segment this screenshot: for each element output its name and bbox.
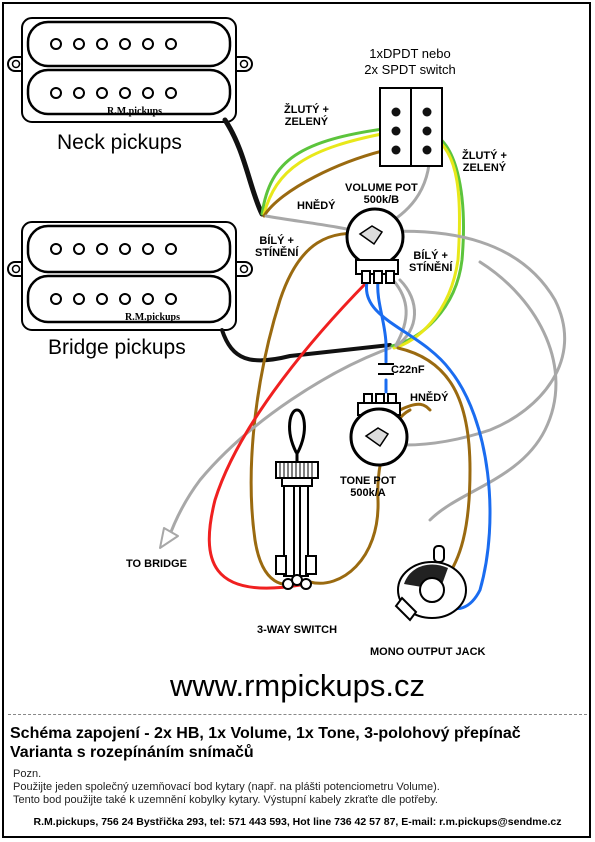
tone-pot-label-line1: TONE POT (340, 475, 397, 487)
volume-pot-label-line2: 500k/B (363, 194, 400, 206)
footer-title: Schéma zapojení - 2x HB, 1x Volume, 1x T… (10, 724, 521, 762)
footer-contact: R.M.pickups, 756 24 Bystřička 293, tel: … (33, 816, 562, 828)
three-way-switch-label: 3-WAY SWITCH (257, 624, 338, 636)
footer-notes: Pozn. Použijte jeden společný uzemňovací… (13, 768, 440, 807)
dpdt-switch-label-line2: 2x SPDT switch (364, 62, 456, 77)
wire-label-white-shield-right-1: BÍLÝ + (413, 250, 448, 262)
wire-label-white-shield-left-1: BÍLÝ + (259, 235, 294, 247)
bridge-cable (220, 328, 392, 363)
output-jack-label: MONO OUTPUT JACK (370, 646, 486, 658)
dpdt-switch (379, 87, 443, 167)
wire-label-yellow-green-right: ŽLUTÝ + ZELENÝ (462, 150, 507, 174)
bridge-pickup-label: Bridge pickups (48, 336, 186, 359)
capacitor (378, 363, 394, 375)
wire-label-yellow-green-left-1: ŽLUTÝ + (284, 104, 329, 116)
volume-pot-label: VOLUME POT 500k/B (345, 182, 418, 206)
wire-label-white-shield-right-2: STÍNĚNÍ (409, 262, 453, 274)
footer-divider (8, 714, 587, 715)
volume-pot-label-line1: VOLUME POT (345, 182, 418, 194)
wire-label-white-shield-right: BÍLÝ + STÍNĚNÍ (409, 250, 452, 274)
wire-label-yellow-green-right-1: ŽLUTÝ + (462, 150, 507, 162)
output-jack (394, 545, 467, 622)
three-way-switch (275, 408, 319, 590)
tone-pot (349, 393, 409, 467)
wire-label-brown-2: HNĚDÝ (410, 392, 449, 404)
neck-cable (222, 117, 265, 217)
footer-note-label: Pozn. (13, 768, 42, 780)
to-bridge-label: TO BRIDGE (126, 558, 187, 570)
footer-title-line1: Schéma zapojení - 2x HB, 1x Volume, 1x T… (10, 725, 521, 742)
wire-label-yellow-green-right-2: ZELENÝ (462, 162, 507, 174)
bridge-pickup (7, 221, 253, 331)
wire-label-yellow-green-left-2: ZELENÝ (284, 116, 329, 128)
wire-label-white-shield-left-2: STÍNĚNÍ (255, 247, 299, 259)
wire-label-white-shield-left: BÍLÝ + STÍNĚNÍ (255, 235, 298, 259)
dpdt-switch-label-line1: 1xDPDT nebo (369, 46, 451, 61)
tone-pot-label: TONE POT 500k/A (340, 475, 396, 499)
capacitor-label: C22nF (391, 364, 425, 376)
website-url: www.rmpickups.cz (170, 668, 425, 703)
wire-label-brown-1: HNĚDÝ (297, 200, 336, 212)
footer-note-2: Tento bod použijte také k uzemnění kobyl… (13, 794, 438, 806)
bridge-brand-logo: R.M.pickups (125, 312, 181, 323)
tone-pot-label-line2: 500k/A (350, 487, 386, 499)
neck-pickup (7, 17, 253, 123)
wire-label-yellow-green-left: ŽLUTÝ + ZELENÝ (284, 104, 329, 128)
dpdt-switch-label: 1xDPDT nebo 2x SPDT switch (350, 46, 470, 78)
neck-brand-logo: R.M.pickups (107, 106, 163, 117)
volume-pot (345, 207, 405, 284)
neck-pickup-label: Neck pickups (57, 131, 182, 154)
footer-title-line2: Varianta s rozepínáním snímačů (10, 744, 254, 761)
footer-note-1: Použijte jeden společný uzemňovací bod k… (13, 781, 440, 793)
